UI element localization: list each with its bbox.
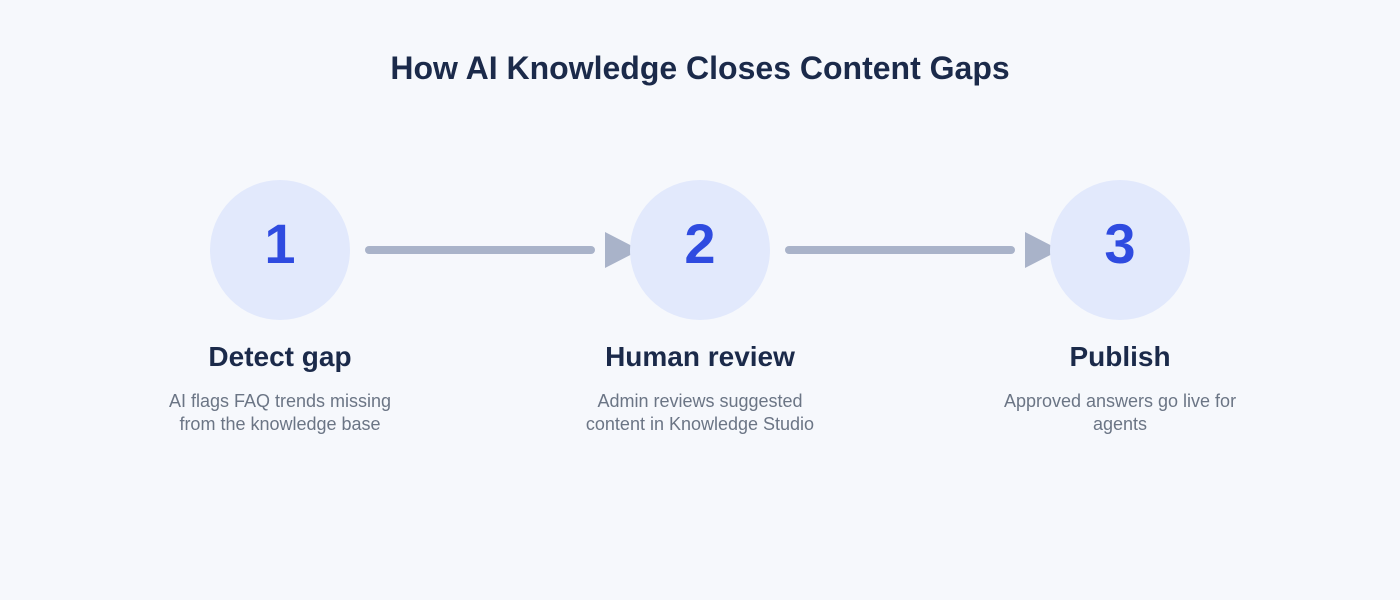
step-number-circle: 3 — [1050, 180, 1190, 320]
diagram-title: How AI Knowledge Closes Content Gaps — [390, 50, 1010, 86]
step-description: Approved answers go live for agents — [1003, 391, 1237, 434]
step-description: Admin reviews suggested content in Knowl… — [585, 391, 815, 434]
step-number: 1 — [264, 212, 296, 275]
step-number: 3 — [1104, 212, 1136, 275]
step-number-circle: 1 — [210, 180, 350, 320]
step-publish: 3 Publish Approved answers go live for a… — [980, 180, 1260, 436]
step-number-circle: 2 — [630, 180, 770, 320]
step-title: Detect gap — [208, 341, 352, 372]
step-number: 2 — [684, 212, 716, 275]
step-human-review: 2 Human review Admin reviews suggested c… — [560, 180, 840, 436]
step-title: Human review — [605, 341, 795, 372]
step-detect-gap: 1 Detect gap AI flags FAQ trends missing… — [140, 180, 420, 436]
step-description: AI flags FAQ trends missing from the kno… — [168, 391, 392, 434]
step-title: Publish — [1069, 341, 1171, 372]
